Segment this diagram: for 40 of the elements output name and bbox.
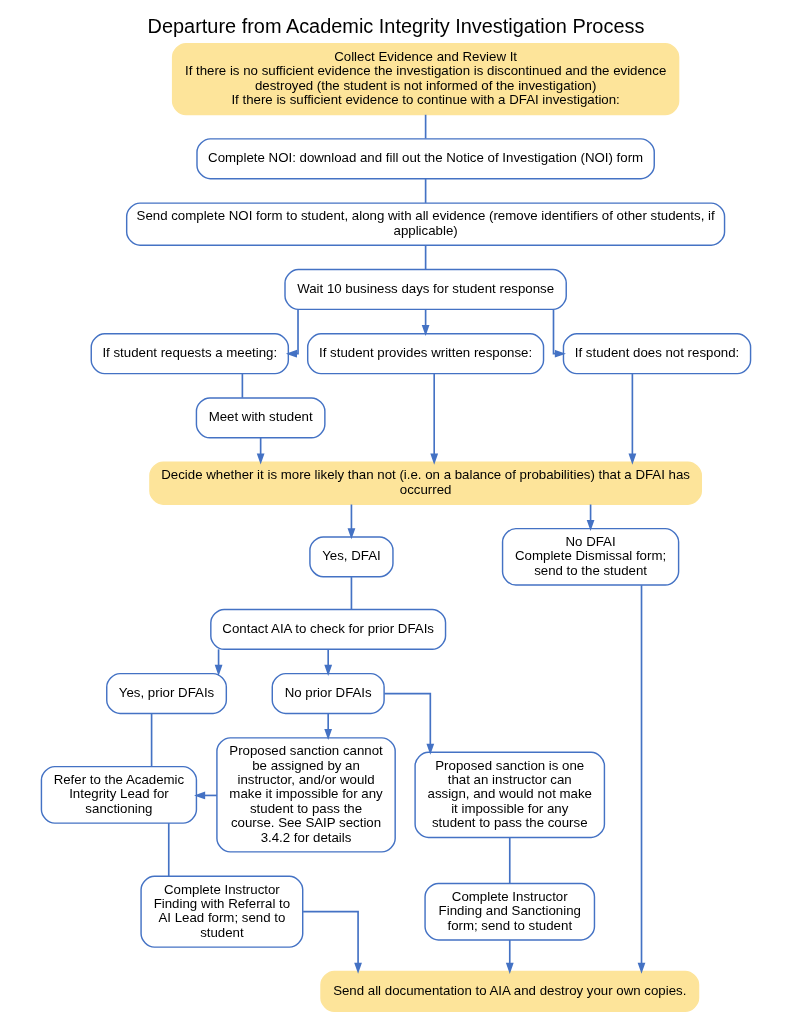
node-box: Meet with student bbox=[195, 397, 326, 439]
arrow bbox=[285, 308, 299, 358]
node-box: Send all documentation to AIA and destroy your own copies. bbox=[319, 970, 699, 1013]
arrow bbox=[552, 308, 566, 358]
node-box: Contact AIA to check for prior DFAIs bbox=[209, 608, 446, 650]
connector bbox=[424, 113, 426, 140]
node-box: Complete Instructor Finding with Referral to AI Lead form; send to student bbox=[139, 875, 303, 948]
node-box: Complete Instructor Finding and Sanctioning form; send to student bbox=[423, 882, 595, 941]
arrow bbox=[637, 584, 645, 974]
connector bbox=[350, 576, 352, 611]
connector bbox=[150, 712, 152, 768]
node-box: Proposed sanction cannot be assigned by an instructor, and/or would make it impossible for any student to pass the course. See SAIP section 3.4.2 for details bbox=[215, 737, 396, 853]
node-box: If student requests a meeting: bbox=[90, 333, 289, 375]
arrow bbox=[383, 692, 434, 755]
arrow bbox=[323, 648, 332, 676]
arrow bbox=[628, 372, 636, 465]
connector bbox=[167, 822, 170, 877]
node-box: Send complete NOI form to student, along with all evidence (remove identifiers of other students, if applicable) bbox=[125, 202, 725, 246]
node-box: If student provides written response: bbox=[306, 333, 544, 375]
arrow bbox=[429, 372, 438, 465]
node-box: Refer to the Academic Integrity Lead for sanctioning bbox=[40, 765, 197, 824]
node-box: Yes, DFAI bbox=[308, 536, 394, 578]
node-box: Wait 10 business days for student response bbox=[283, 268, 567, 311]
arrow bbox=[505, 939, 514, 974]
connector bbox=[241, 372, 243, 399]
node-box: Collect Evidence and Review It If there is no sufficient evidence the investigation is discontinued and the evidence destroyed (the student is not informed of the investigation) If there is sufficient evidence to continue with a DFAI investigation: bbox=[171, 42, 679, 116]
node-box: No prior DFAIs bbox=[271, 672, 385, 715]
node-box: Decide whether it is more likely than not (i.e. on a balance of probabilities) that a DFAI has occurred bbox=[148, 461, 702, 505]
arrow bbox=[323, 712, 332, 740]
arrow bbox=[347, 503, 355, 540]
node-box: Complete NOI: download and fill out the Notice of Investigation (NOI) form bbox=[195, 138, 655, 180]
connector bbox=[424, 244, 426, 270]
connector bbox=[424, 177, 426, 204]
node-box: If student does not respond: bbox=[562, 333, 751, 375]
node-box: Proposed sanction is one that an instructor can assign, and would not make it impossible for any student to pass the course bbox=[413, 751, 605, 839]
node-box: Yes, prior DFAIs bbox=[105, 672, 227, 715]
arrow bbox=[301, 910, 362, 974]
connector bbox=[508, 836, 511, 885]
node-box: No DFAI Complete Dismissal form; send to the student bbox=[501, 527, 679, 586]
diagram-title: Departure from Academic Integrity Investigation Process bbox=[147, 15, 644, 38]
